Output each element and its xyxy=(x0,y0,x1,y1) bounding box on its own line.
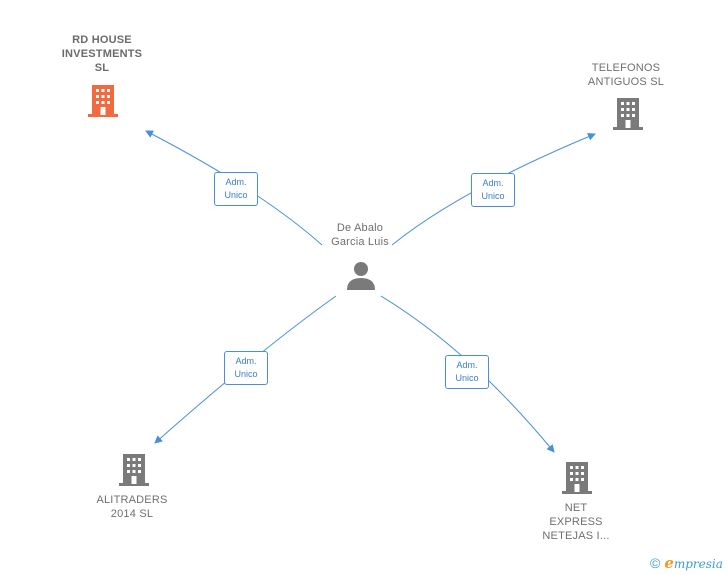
role-badge-line2: Unico xyxy=(234,369,258,379)
role-badge-line2: Unico xyxy=(481,191,505,201)
role-badge-line2: Unico xyxy=(455,373,479,383)
role-badge-line1: Adm. xyxy=(482,178,504,188)
role-badge[interactable]: Adm. Unico xyxy=(214,172,258,206)
role-badge[interactable]: Adm. Unico xyxy=(471,173,515,207)
role-badge-line2: Unico xyxy=(224,190,248,200)
building-icon[interactable] xyxy=(119,452,149,486)
role-badge[interactable]: Adm. Unico xyxy=(445,355,489,389)
company-label-net-express[interactable]: NET EXPRESS NETEJAS I... xyxy=(542,502,610,542)
brand-logo-text: mpresia xyxy=(673,557,723,571)
building-icon[interactable] xyxy=(562,460,592,494)
company-label-alitraders[interactable]: ALITRADERS 2014 SL xyxy=(96,494,168,520)
person-icon[interactable] xyxy=(346,260,376,290)
role-badge-line1: Adm. xyxy=(235,356,257,366)
person-label[interactable]: De Abalo Garcia Luis xyxy=(331,222,389,248)
brand-logo[interactable]: empresia xyxy=(664,554,723,572)
role-badge-line1: Adm. xyxy=(225,177,247,187)
brand-logo-initial: e xyxy=(664,554,674,572)
role-badge-line1: Adm. xyxy=(456,360,478,370)
building-icon[interactable] xyxy=(88,83,118,117)
building-icon[interactable] xyxy=(613,96,643,130)
company-label-rd-house[interactable]: RD HOUSE INVESTMENTS SL xyxy=(61,34,143,74)
copyright-icon: © xyxy=(650,555,661,571)
footer-brand: © empresia xyxy=(650,554,723,572)
role-badge[interactable]: Adm. Unico xyxy=(224,351,268,385)
company-label-telefonos[interactable]: TELEFONOS ANTIGUOS SL xyxy=(587,62,665,88)
